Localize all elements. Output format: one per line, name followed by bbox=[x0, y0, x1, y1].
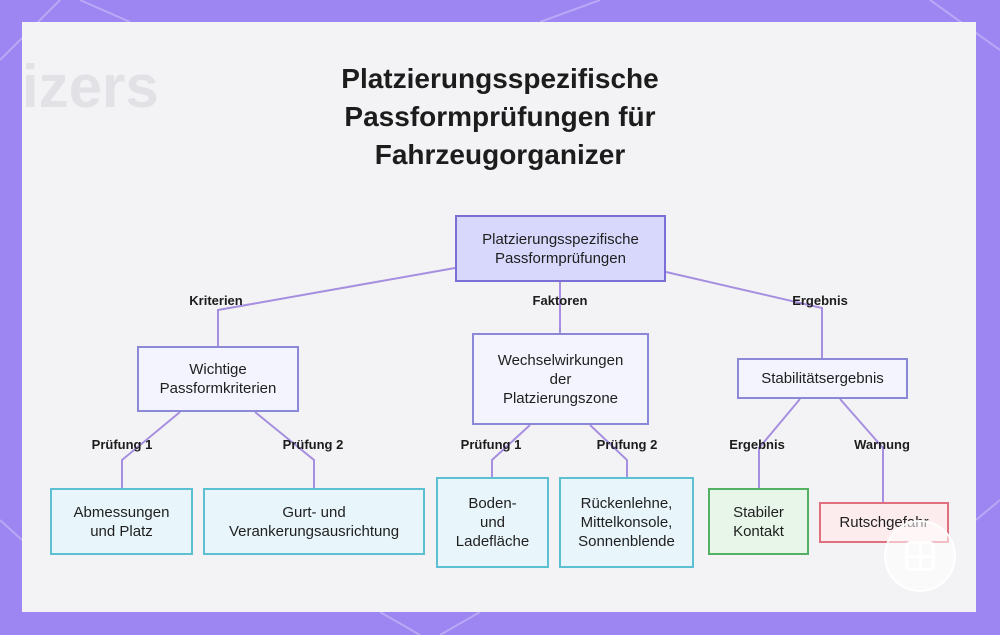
edge-label-pruefung-2-criteria: Prüfung 2 bbox=[283, 437, 344, 452]
edge-root-stability bbox=[666, 272, 822, 358]
edge-label-pruefung-1-zone: Prüfung 1 bbox=[461, 437, 522, 452]
edge-label-pruefung-2-zone: Prüfung 2 bbox=[597, 437, 658, 452]
edge-label-faktoren: Faktoren bbox=[533, 293, 588, 308]
edge-label-ergebnis: Ergebnis bbox=[792, 293, 848, 308]
edge-label-warnung: Warnung bbox=[854, 437, 910, 452]
edge-root-criteria bbox=[218, 268, 455, 346]
edge-label-pruefung-1-criteria: Prüfung 1 bbox=[92, 437, 153, 452]
node-stability: Stabilitätsergebnis bbox=[737, 358, 908, 399]
app-badge-icon bbox=[884, 520, 956, 592]
edge-label-ergebnis-stable: Ergebnis bbox=[729, 437, 785, 452]
node-backrest: Rückenlehne,Mittelkonsole,Sonnenblende bbox=[559, 477, 694, 568]
edge-label-kriterien: Kriterien bbox=[189, 293, 242, 308]
